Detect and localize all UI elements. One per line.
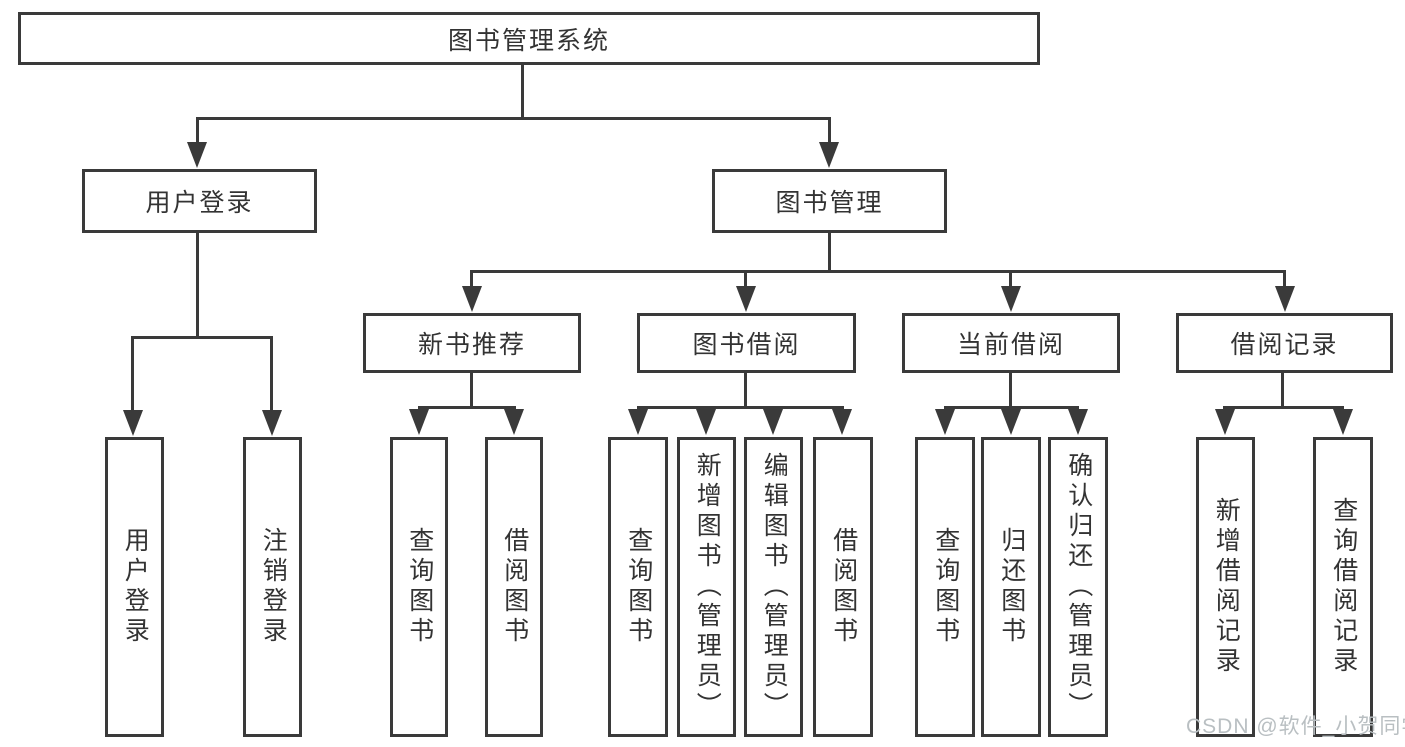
leaf-logout-label: 注销登录 [259,527,288,647]
leaf-return-book: 归还图书 [981,437,1041,737]
watermark: CSDN @软件_小贺同学 [1186,715,1405,738]
leaf-rec-borrow-book: 借阅图书 [485,437,543,737]
arrow-down-icon [409,409,429,435]
connector-records-stub [1281,373,1284,409]
connector-borrow-branch [637,406,844,409]
arrow-down-icon [262,410,282,436]
leaf-query-borrow-record-label: 查询借阅记录 [1329,497,1358,677]
connector-l3-shaft [1283,270,1286,288]
leaf-bor-borrow-book: 借阅图书 [813,437,873,737]
connector-l3-shaft [470,270,473,288]
arrow-down-icon [1001,286,1021,312]
leaf-confirm-return-admin-label: 确认归还（管理员） [1064,452,1093,722]
connector-userlogin-right-shaft [270,336,273,412]
node-library-system-label: 图书管理系统 [447,26,610,55]
connector-current-stub [1009,373,1012,409]
arrow-down-icon [696,409,716,435]
arrow-down-icon [1215,409,1235,435]
leaf-query-borrow-record: 查询借阅记录 [1313,437,1373,737]
connector-userlogin-branch [131,336,273,339]
node-new-book-recommend: 新书推荐 [363,313,581,373]
leaf-add-book-admin-label: 新增图书（管理员） [693,452,722,722]
arrow-down-icon [462,286,482,312]
connector-bookmgmt-stub [828,233,831,272]
arrow-down-icon [1333,409,1353,435]
node-new-book-recommend-label: 新书推荐 [417,331,526,359]
node-book-borrow-label: 图书借阅 [692,331,801,359]
leaf-logout: 注销登录 [243,437,302,737]
leaf-bor-borrow-book-label: 借阅图书 [829,527,858,647]
arrow-down-icon [504,409,524,435]
arrow-down-icon [819,142,839,168]
leaf-add-book-admin: 新增图书（管理员） [677,437,736,737]
connector-root-stub [521,65,524,120]
leaf-edit-book-admin: 编辑图书（管理员） [744,437,803,737]
leaf-bor-query-book: 查询图书 [608,437,668,737]
connector-root-left-shaft [196,117,199,144]
arrow-down-icon [736,286,756,312]
arrow-down-icon [187,142,207,168]
connector-current-branch [944,406,1079,409]
node-borrow-records: 借阅记录 [1176,313,1393,373]
arrow-down-icon [832,409,852,435]
leaf-cur-query-book: 查询图书 [915,437,975,737]
arrow-down-icon [1275,286,1295,312]
connector-l3-shaft [1009,270,1012,288]
node-book-management-label: 图书管理 [775,189,884,217]
node-current-borrow-label: 当前借阅 [956,331,1065,359]
arrow-down-icon [763,409,783,435]
arrow-down-icon [123,410,143,436]
leaf-confirm-return-admin: 确认归还（管理员） [1048,437,1108,737]
node-user-login-label: 用户登录 [145,189,254,217]
arrow-down-icon [1001,409,1021,435]
connector-rec-branch [418,406,516,409]
node-library-system: 图书管理系统 [18,12,1040,65]
connector-rec-stub [470,373,473,409]
leaf-user-login: 用户登录 [105,437,164,737]
leaf-rec-query-book: 查询图书 [390,437,448,737]
leaf-rec-query-book-label: 查询图书 [405,527,434,647]
arrow-down-icon [1068,409,1088,435]
connector-borrow-stub [744,373,747,409]
connector-bookmgmt-branch [470,270,1286,273]
leaf-user-login-label: 用户登录 [121,527,150,647]
leaf-rec-borrow-book-label: 借阅图书 [500,527,529,647]
node-book-borrow: 图书借阅 [637,313,856,373]
leaf-add-borrow-record: 新增借阅记录 [1196,437,1255,737]
node-book-management: 图书管理 [712,169,947,233]
leaf-cur-query-book-label: 查询图书 [931,527,960,647]
node-borrow-records-label: 借阅记录 [1230,331,1339,359]
connector-root-right-shaft [828,117,831,144]
node-user-login: 用户登录 [82,169,317,233]
connector-l3-shaft [744,270,747,288]
leaf-return-book-label: 归还图书 [997,527,1026,647]
connector-root-branch [196,117,830,120]
node-current-borrow: 当前借阅 [902,313,1120,373]
connector-records-branch [1223,406,1344,409]
arrow-down-icon [628,409,648,435]
connector-userlogin-left-shaft [131,336,134,412]
arrow-down-icon [935,409,955,435]
leaf-bor-query-book-label: 查询图书 [624,527,653,647]
leaf-edit-book-admin-label: 编辑图书（管理员） [760,452,789,722]
leaf-add-borrow-record-label: 新增借阅记录 [1212,497,1241,677]
connector-userlogin-stub [196,233,199,338]
